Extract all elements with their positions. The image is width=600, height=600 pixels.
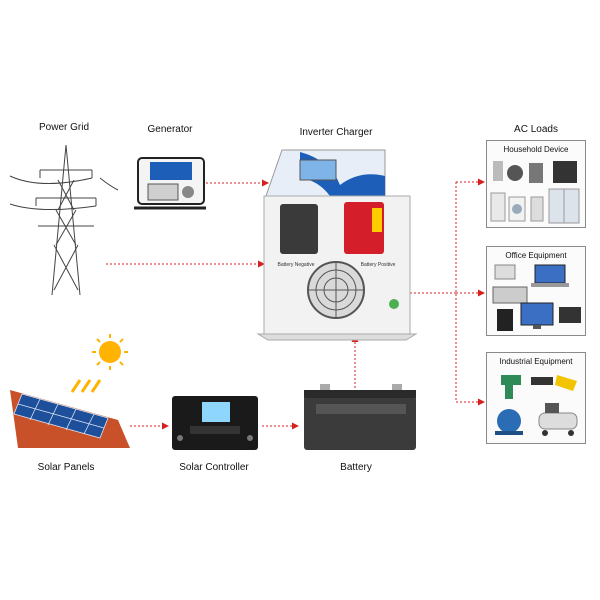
inverter-terminal-positive: Battery Positive bbox=[361, 262, 396, 268]
label-ac-loads: AC Loads bbox=[514, 124, 558, 135]
label-battery: Battery bbox=[340, 462, 372, 473]
office-equipment-icon bbox=[492, 264, 581, 331]
battery-icon bbox=[304, 384, 416, 450]
industrial-tools-icon bbox=[495, 375, 578, 436]
office-equipment-title: Office Equipment bbox=[505, 251, 567, 260]
solar-panels-icon bbox=[10, 390, 130, 448]
industrial-equipment-title: Industrial Equipment bbox=[499, 357, 573, 366]
generator-icon bbox=[134, 157, 206, 210]
inverter-terminal-negative: Battery Negative bbox=[278, 262, 315, 268]
label-solar-controller: Solar Controller bbox=[179, 462, 249, 473]
office-equipment-box: Office Equipment bbox=[486, 246, 586, 336]
label-generator: Generator bbox=[147, 124, 193, 135]
household-device-title: Household Device bbox=[503, 145, 569, 154]
edge-inverter-loads-trunk bbox=[406, 182, 457, 402]
industrial-equipment-box: Industrial Equipment bbox=[486, 352, 586, 444]
inverter-charger-icon bbox=[256, 149, 418, 341]
power-grid-tower-icon bbox=[9, 144, 119, 296]
label-inverter-charger: Inverter Charger bbox=[299, 127, 373, 138]
household-device-box: Household Device bbox=[486, 140, 586, 228]
sun-icon bbox=[70, 334, 128, 393]
label-solar-panels: Solar Panels bbox=[37, 462, 95, 473]
household-appliances-icon bbox=[490, 161, 580, 224]
label-power-grid: Power Grid bbox=[38, 122, 90, 133]
solar-controller-icon bbox=[172, 396, 258, 450]
